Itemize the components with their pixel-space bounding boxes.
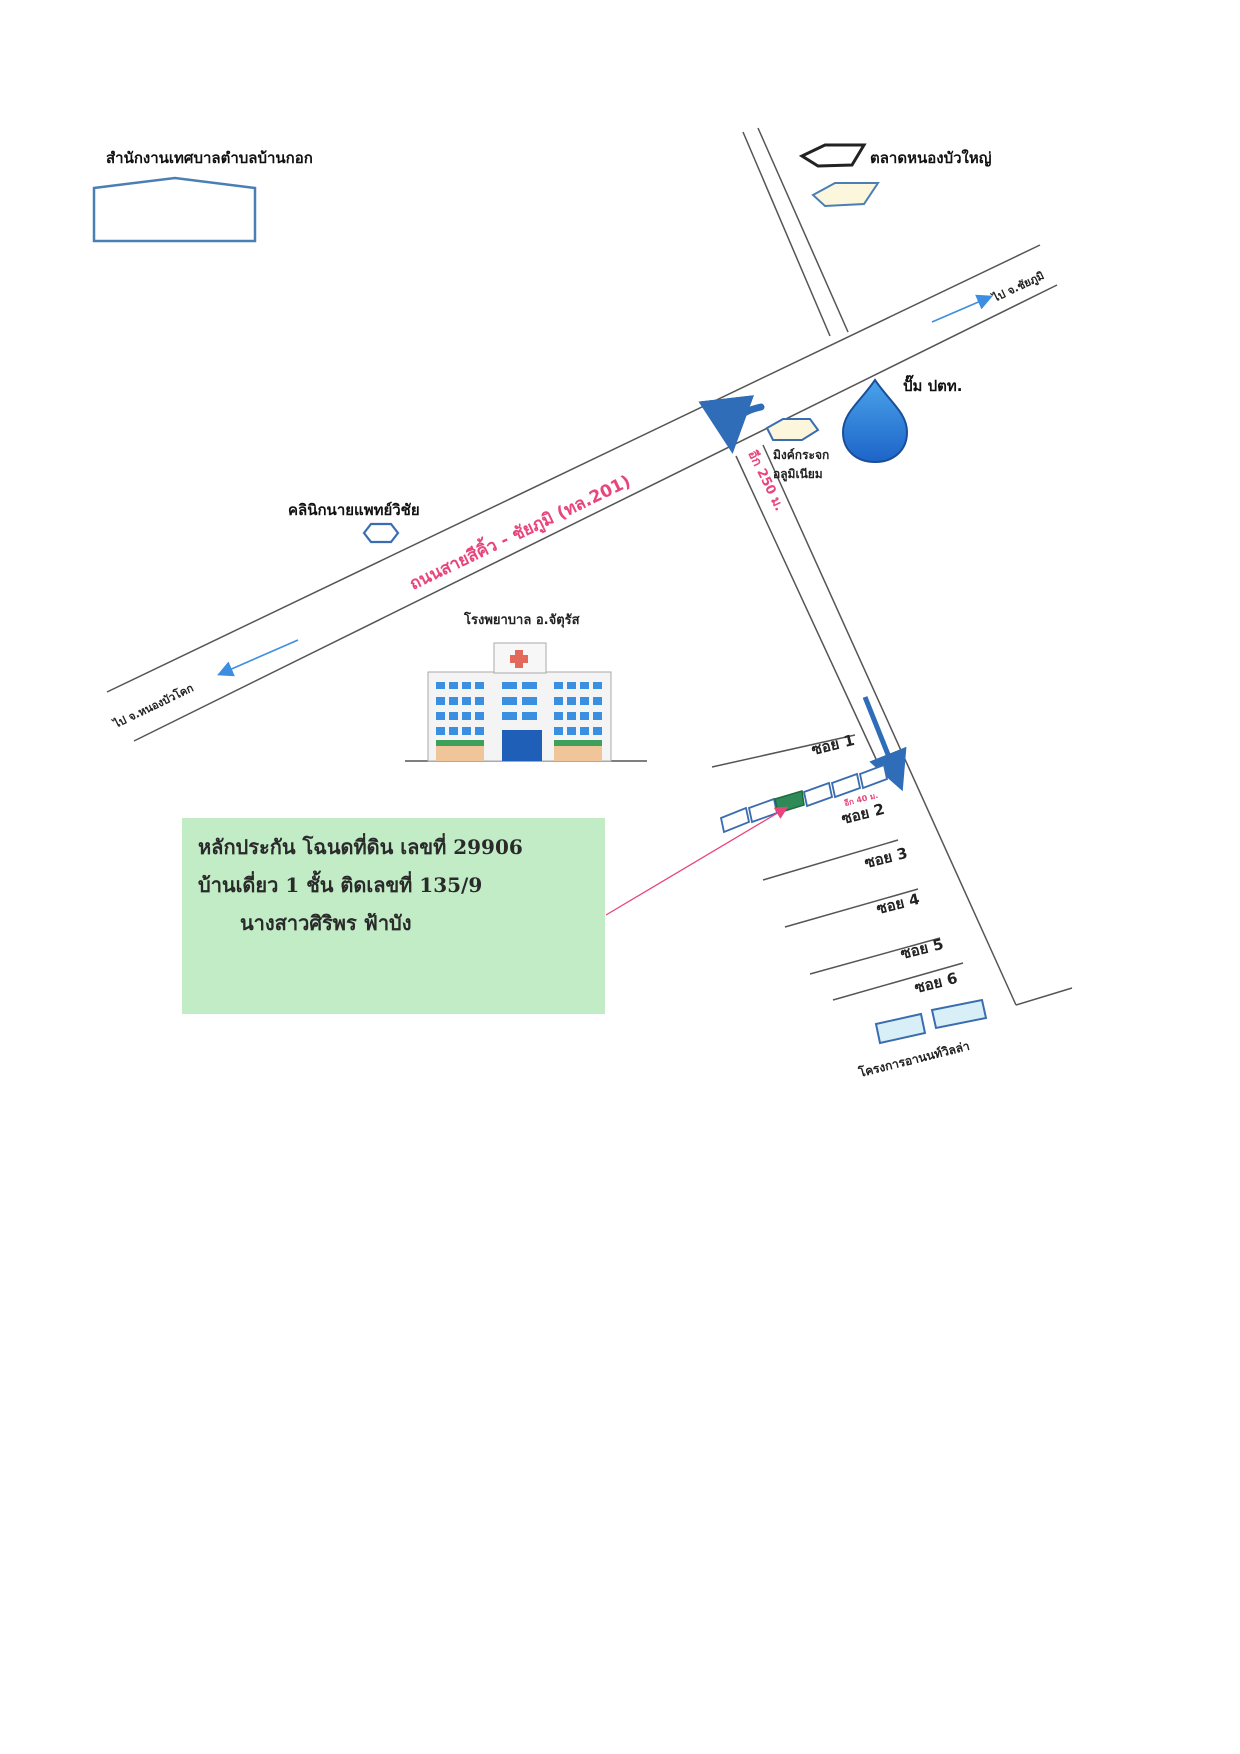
soi-2-plots [719,763,889,834]
collateral-owner-name: นางสาวศิริพร ฟ้าบัง [240,911,412,935]
housing-project-label: โครงการอานนท์วิลล่า [856,1038,971,1080]
gas-station-drop-icon [841,378,909,464]
clinic-label: คลินิกนายแพทย์วิชัย [288,501,420,519]
shop-label-line1: มิงค์กระจก [773,448,829,462]
market-building-icon [811,182,880,208]
collateral-info-box: หลักประกัน โฉนดที่ดิน เลขที่ 29906 บ้านเ… [182,818,605,1014]
collateral-title-deed: หลักประกัน โฉนดที่ดิน เลขที่ 29906 [198,835,523,859]
shop-label-line2: อลูมิเนียม [773,467,823,482]
east-direction-label: ไป จ.ชัยภูมิ [988,268,1046,306]
east-direction-arrow [931,294,993,323]
turn-arrow [698,395,765,454]
housing-building-icon-1 [874,1012,927,1045]
housing-building-icon-2 [930,998,988,1030]
hospital-building-icon [405,642,647,762]
road-to-market-edge [757,127,849,333]
gas-station-label: ปั๊ม ปตท. [903,374,962,395]
market-label: ตลาดหนองบัวใหญ่ [870,149,992,167]
municipal-office-label: สำนักงานเทศบาลตำบลบ้านกอก [106,149,313,167]
collateral-pointer-line [605,806,789,916]
west-direction-label: ไป จ.หนองบัวโคก [109,680,195,731]
main-road-north-edge [106,244,1041,693]
soi-1-label: ซอย 1 [810,731,857,759]
main-road-label: ถนนสายสีคิ้ว - ชัยภูมิ (ทล.201) [405,468,635,595]
side-road-west-edge [735,455,877,760]
soi-5-label: ซอย 5 [899,935,946,963]
side-road-end-marker [1015,987,1073,1006]
road-to-market [742,131,831,337]
soi-6-label: ซอย 6 [913,969,960,997]
shop-icon [765,418,820,441]
municipal-office-icon [92,176,257,243]
west-direction-arrow [217,639,299,677]
main-road-south-edge [133,284,1058,742]
soi-4-label: ซอย 4 [875,890,922,918]
clinic-icon [362,522,400,544]
collateral-house-info: บ้านเดี่ยว 1 ชั้น ติดเลขที่ 135/9 [198,873,483,897]
collateral-plot-marker [774,790,805,814]
side-road-east-edge [762,444,1017,1006]
route-down-arrow [862,696,907,792]
market-icon [798,143,867,168]
hospital-label: โรงพยาบาล อ.จัตุรัส [463,611,580,628]
